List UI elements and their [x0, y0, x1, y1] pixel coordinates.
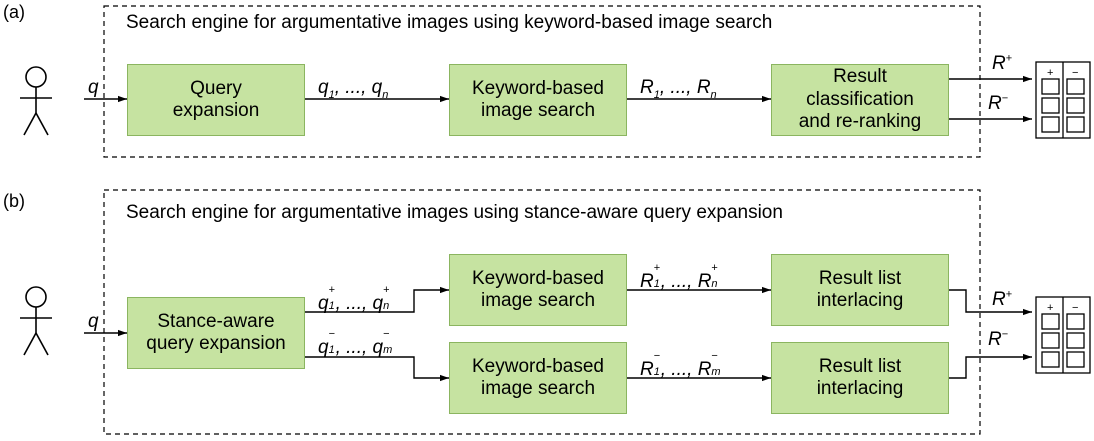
interlacing-box-bottom: Result list interlacing	[771, 342, 949, 414]
result-grid-plus-b: +	[1047, 302, 1053, 314]
panel-b-title: Search engine for argumentative images u…	[126, 202, 783, 223]
panel-a-label: (a)	[3, 2, 25, 22]
pos-output-label-a: R+	[992, 52, 1013, 74]
panel-a-title: Search engine for argumentative images u…	[126, 12, 773, 33]
panel-b-label: (b)	[3, 191, 25, 211]
user-figure-b	[20, 286, 52, 356]
expanded-queries-pos-label: q+1, ..., q+n	[318, 284, 390, 314]
expanded-queries-neg-label: q−1, ..., q−m	[318, 328, 393, 358]
arrow-pos-output-b	[949, 289, 1032, 316]
result-list-icon-b	[1035, 296, 1091, 374]
result-grid-minus-b: −	[1072, 302, 1078, 314]
results-neg-label: R−1, ..., R−m	[640, 350, 721, 380]
user-query-label-a: q	[88, 77, 99, 98]
query-expansion-box: Query expansion	[127, 64, 305, 136]
pos-output-label-b: R+	[992, 288, 1013, 310]
stance-expansion-box: Stance-aware query expansion	[127, 297, 305, 369]
interlacing-box-top: Result list interlacing	[771, 254, 949, 326]
arrow-neg-output-b	[949, 353, 1032, 379]
keyword-search-box-b-bottom: Keyword-based image search	[449, 342, 627, 414]
interlacing-label-bottom: Result list interlacing	[816, 355, 904, 399]
stance-expansion-label: Stance-aware query expansion	[146, 310, 286, 354]
expanded-queries-label-a: q1, ..., qn	[318, 77, 389, 101]
neg-output-label-a: R−	[988, 92, 1009, 114]
user-figure-a	[20, 66, 52, 136]
keyword-search-label-a: Keyword-based image search	[471, 77, 605, 121]
result-grid-plus-a: +	[1047, 67, 1053, 79]
neg-output-label-b: R−	[988, 328, 1009, 350]
result-grid-minus-a: −	[1072, 67, 1078, 79]
keyword-search-label-b-top: Keyword-based image search	[471, 267, 605, 311]
results-pos-label: R+1, ..., R+n	[640, 262, 718, 292]
results-label-a: R1, ..., Rn	[640, 77, 717, 101]
classification-label: Result classification and re-ranking	[798, 66, 922, 133]
arrow-expansion-to-search-top	[305, 286, 449, 313]
keyword-search-box-a: Keyword-based image search	[449, 64, 627, 136]
panel-b-frame	[103, 189, 981, 435]
keyword-search-label-b-bottom: Keyword-based image search	[471, 355, 605, 399]
interlacing-label-top: Result list interlacing	[816, 267, 904, 311]
classification-box: Result classification and re-ranking	[771, 64, 949, 136]
query-expansion-label: Query expansion	[172, 77, 260, 121]
user-query-label-b: q	[88, 311, 99, 332]
keyword-search-box-b-top: Keyword-based image search	[449, 254, 627, 326]
result-list-icon-a	[1035, 61, 1091, 139]
arrow-expansion-to-search-bottom	[305, 356, 449, 382]
